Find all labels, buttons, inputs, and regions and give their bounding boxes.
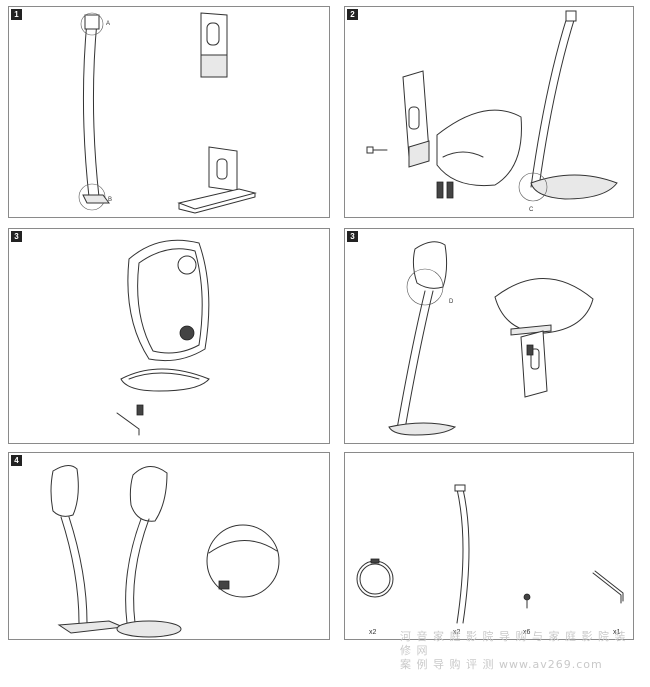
stand-parts-illustration: A B bbox=[78, 12, 257, 214]
panel-parts-list: x2 x2 x6 x1 bbox=[344, 452, 634, 640]
callout-a: A bbox=[106, 21, 110, 27]
callout-d: D bbox=[449, 299, 454, 305]
stand-assembly-illustration: C bbox=[366, 10, 618, 213]
watermark: 河 音 家 庭 影 院 导 购 与 家 庭 影 院 装 修 网 案 例 导 购 … bbox=[400, 630, 640, 672]
panel-step-4: 4 bbox=[8, 452, 330, 640]
speaker-mount-illustration bbox=[116, 239, 210, 436]
panel-step-1: 1 A B bbox=[8, 6, 330, 218]
panel-step-3-stand-attach: 3 D bbox=[344, 228, 634, 444]
callout-c: C bbox=[529, 207, 534, 213]
step-number: 3 bbox=[11, 231, 22, 242]
step-number: 1 bbox=[11, 9, 22, 20]
watermark-line-2: 案 例 导 购 评 测 www.av269.com bbox=[400, 658, 603, 671]
panel-step-2: 2 C bbox=[344, 6, 634, 218]
watermark-line-1: 河 音 家 庭 影 院 导 购 与 家 庭 影 院 装 修 网 bbox=[400, 630, 627, 657]
part-qty-screw: x6 bbox=[523, 629, 531, 636]
step-number: 3 bbox=[347, 231, 358, 242]
callout-b: B bbox=[108, 197, 112, 203]
parts-illustration bbox=[356, 484, 624, 624]
stand-attach-illustration: D bbox=[388, 241, 594, 436]
part-qty-allen-key: x1 bbox=[613, 629, 621, 636]
part-qty-ring: x2 bbox=[369, 629, 377, 636]
part-qty-pole: x2 bbox=[453, 629, 461, 636]
step-number: 2 bbox=[347, 9, 358, 20]
finished-assembly-illustration bbox=[50, 465, 280, 638]
panel-step-3-speaker-mount: 3 bbox=[8, 228, 330, 444]
step-number: 4 bbox=[11, 455, 22, 466]
